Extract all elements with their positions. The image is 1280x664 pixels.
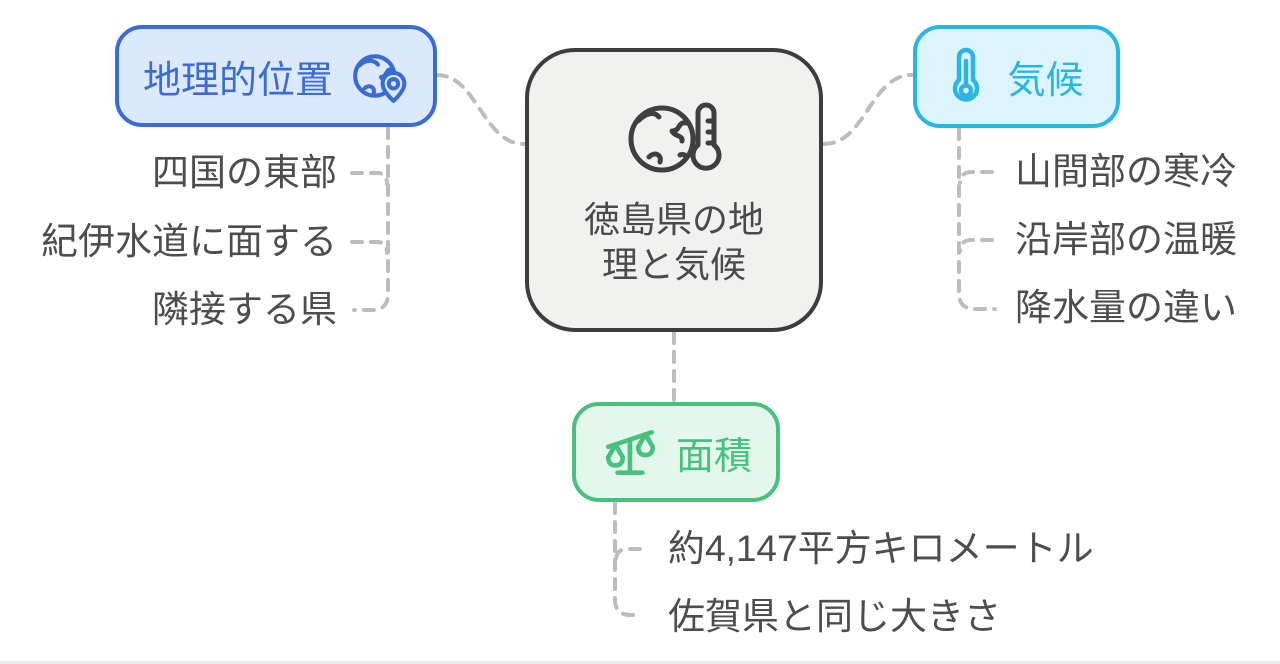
connector-location-child-1 (350, 171, 389, 186)
connector-climate-children-trunk (957, 127, 997, 311)
child-item-location-1: 四国の東部 (152, 152, 337, 193)
bottom-divider (0, 661, 1280, 664)
connector-climate-child-2 (958, 238, 994, 253)
connector-location-children-trunk (352, 126, 390, 312)
branch-label-area: 面積 (675, 435, 752, 478)
center-node-label: 徳島県の地理と気候 (583, 199, 764, 285)
child-item-climate-1: 山間部の寒冷 (1015, 151, 1237, 192)
connector-area-children-trunk (613, 501, 640, 617)
thermometer-icon (953, 47, 980, 102)
connector-center-to-climate (822, 73, 914, 146)
child-item-climate-2: 沿岸部の温暖 (1015, 219, 1237, 260)
globe-pin-icon (353, 54, 407, 103)
connector-climate-child-1 (958, 170, 994, 185)
globe-thermometer-icon (628, 102, 722, 173)
branch-label-location: 地理的位置 (142, 59, 333, 102)
child-item-climate-3: 降水量の違い (1015, 287, 1237, 328)
child-item-location-3: 隣接する県 (152, 289, 337, 330)
scale-icon (605, 430, 656, 475)
branch-node-climate[interactable]: 気候 (913, 25, 1120, 128)
connector-area-child-1 (614, 547, 642, 562)
child-item-location-2: 紀伊水道に面する (41, 221, 337, 262)
branch-node-area[interactable]: 面積 (572, 402, 780, 502)
branch-node-location[interactable]: 地理的位置 (115, 25, 437, 127)
branch-label-climate: 気候 (1007, 60, 1084, 102)
child-item-area-1: 約4,147平方キロメートル (668, 528, 1094, 569)
center-node[interactable]: 徳島県の地理と気候 (525, 48, 823, 332)
child-item-area-2: 佐賀県と同じ大きさ (668, 596, 1001, 637)
connector-location-child-2 (350, 240, 389, 255)
connector-center-to-location (435, 73, 526, 146)
